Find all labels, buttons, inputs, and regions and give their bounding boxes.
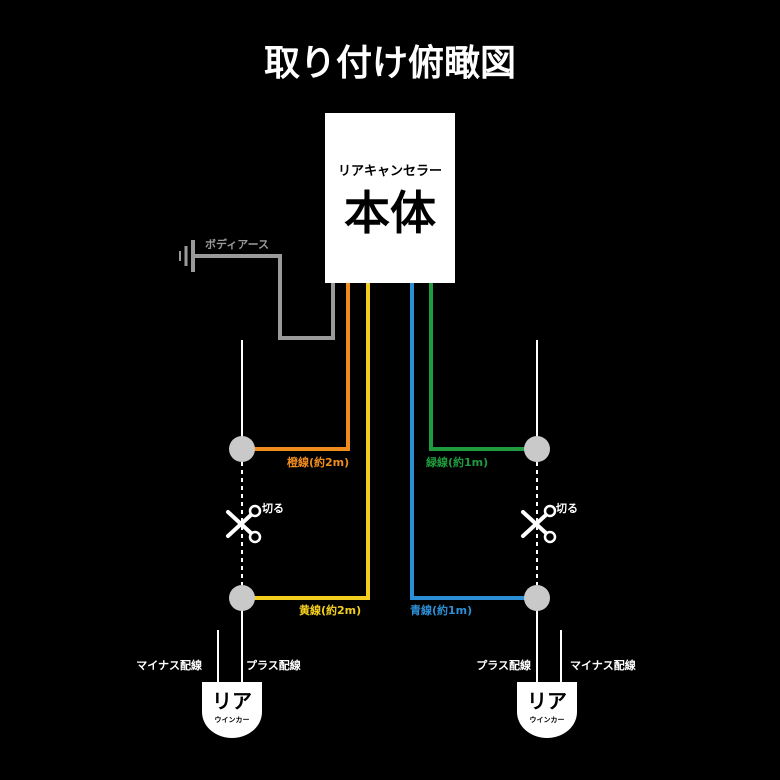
left-lamp-title: リア [212, 689, 252, 713]
left-lower-node [229, 585, 255, 611]
right-lamp-title: リア [527, 689, 567, 713]
cut-label-left: 切る [262, 502, 284, 515]
right-upper-node [524, 436, 550, 462]
right-lower-node [524, 585, 550, 611]
left-upper-node [229, 436, 255, 462]
right-plus-label: プラス配線 [476, 658, 531, 672]
right-lamp-subtitle: ウインカー [530, 715, 565, 724]
left-lamp-subtitle: ウインカー [215, 715, 250, 724]
unit-name: 本体 [344, 186, 436, 240]
scissors-icon [226, 504, 262, 544]
yellow-wire: 黄線(約2m) [242, 283, 370, 617]
diagram-title: 取り付け俯瞰図 [264, 43, 516, 84]
left-plus-label: プラス配線 [246, 658, 301, 672]
right-rear-turn-lamp: リア ウインカー [517, 682, 577, 738]
yellow-wire-label: 黄線(約2m) [299, 603, 361, 617]
left-rear-turn-lamp: リア ウインカー [202, 682, 262, 738]
cut-label-right: 切る [556, 502, 578, 515]
scissors-icon [521, 504, 557, 544]
right-harness: 切る プラス配線 マイナス配線 [476, 340, 636, 690]
unit-box: リアキャンセラー 本体 [325, 113, 455, 283]
right-minus-label: マイナス配線 [570, 658, 636, 672]
left-harness: 切る マイナス配線 プラス配線 [136, 340, 301, 690]
ground-label: ボディアース [205, 237, 269, 251]
green-wire: 緑線(約1m) [426, 283, 537, 469]
blue-wire: 青線(約1m) [410, 283, 537, 617]
blue-wire-label: 青線(約1m) [410, 603, 472, 617]
orange-wire-label: 橙線(約2m) [287, 455, 349, 469]
orange-wire: 橙線(約2m) [242, 283, 350, 469]
unit-subtitle: リアキャンセラー [338, 164, 442, 179]
left-minus-label: マイナス配線 [136, 658, 202, 672]
green-wire-label: 緑線(約1m) [426, 455, 488, 469]
ground-wire: ボディアース [179, 237, 335, 340]
